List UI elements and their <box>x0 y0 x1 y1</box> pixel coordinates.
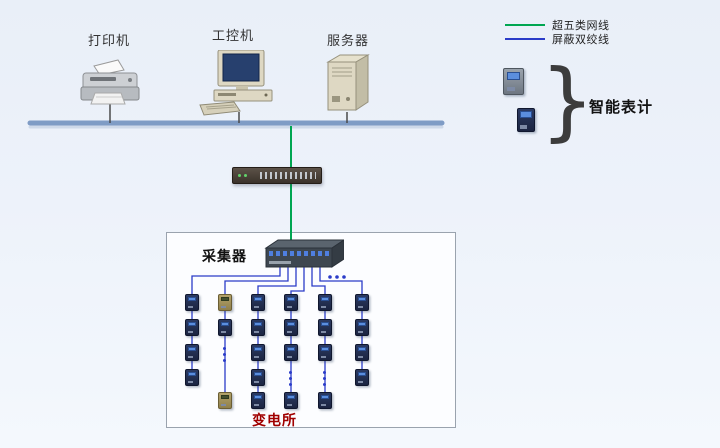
meter-icon <box>355 294 369 311</box>
meter-icon <box>355 344 369 361</box>
meter-icon <box>251 319 265 336</box>
meter-icon <box>355 369 369 386</box>
meter-icon <box>318 392 332 409</box>
meter-icon <box>284 392 298 409</box>
legend-label: 屏蔽双绞线 <box>552 34 610 46</box>
printer-icon <box>78 56 142 108</box>
meter-icon <box>251 344 265 361</box>
industrial-pc-icon <box>198 50 276 116</box>
legend-item-shielded-twisted-pair: 屏蔽双绞线 <box>505 32 610 46</box>
substation-label: 变电所 <box>252 412 297 428</box>
meter-icon <box>185 319 199 336</box>
meter-icon <box>318 344 332 361</box>
smart-meter-icon <box>503 68 524 95</box>
legend-label: 超五类网线 <box>552 20 610 32</box>
ellipsis-dots <box>289 371 292 386</box>
meter-icon <box>355 319 369 336</box>
ethernet-switch-icon <box>232 167 322 184</box>
smart-meter-icon <box>517 108 535 132</box>
server-label: 服务器 <box>327 33 370 48</box>
meter-icon <box>251 392 265 409</box>
meter-icon <box>185 294 199 311</box>
industrial-pc-label: 工控机 <box>212 28 255 43</box>
switch-ports <box>260 172 316 179</box>
meter-icon <box>318 319 332 336</box>
meter-icon <box>218 392 232 409</box>
meter-icon <box>318 294 332 311</box>
meter-icon <box>185 369 199 386</box>
brace-glyph: } <box>540 51 595 151</box>
collector-icon <box>264 236 344 268</box>
cat5e-cable-line <box>505 24 545 26</box>
meter-icon <box>185 344 199 361</box>
meter-icon <box>284 319 298 336</box>
legend: 超五类网线屏蔽双绞线 <box>505 18 610 46</box>
meter-icon <box>251 369 265 386</box>
smart-meters-label: 智能表计 <box>589 99 654 116</box>
meter-icon <box>284 344 298 361</box>
meter-icon <box>251 294 265 311</box>
collector-label: 采集器 <box>202 248 247 264</box>
legend-item-cat5e-cable: 超五类网线 <box>505 18 610 32</box>
ellipsis-dots <box>323 371 326 386</box>
meter-icon <box>284 294 298 311</box>
shielded-twisted-pair-line <box>505 38 545 40</box>
meter-icon <box>218 319 232 336</box>
ellipsis-dots <box>223 347 226 362</box>
meter-icon <box>218 294 232 311</box>
printer-label: 打印机 <box>88 33 131 48</box>
server-icon <box>320 52 374 114</box>
